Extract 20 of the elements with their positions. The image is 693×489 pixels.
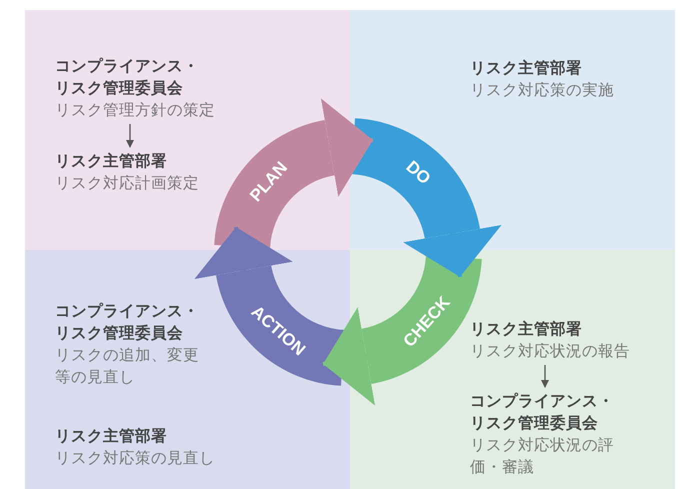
department-heading: リスク主管部署	[55, 426, 168, 447]
task-text: リスク管理方針の策定	[55, 100, 216, 121]
department-heading: コンプライアンス・リスク管理委員会	[55, 56, 200, 99]
task-text: リスク対応状況の報告	[470, 341, 631, 362]
arrow	[541, 365, 549, 388]
task-text: リスク対応策の見直し	[55, 448, 216, 469]
stage-label: DO	[402, 156, 434, 189]
arrowhead	[403, 224, 502, 278]
department-heading: リスク主管部署	[470, 58, 583, 79]
task-text: リスク対応状況の評価・審議	[470, 435, 615, 478]
task-text: リスク対応策の実施	[470, 80, 615, 101]
arrow	[126, 124, 134, 148]
arrowhead	[322, 307, 376, 406]
arrowhead	[194, 226, 293, 280]
department-heading: リスク主管部署	[55, 151, 168, 172]
arrowhead	[320, 98, 374, 197]
department-heading: リスク主管部署	[470, 319, 583, 340]
task-text: リスクの追加、変更等の見直し	[55, 345, 200, 388]
department-heading: コンプライアンス・リスク管理委員会	[470, 391, 615, 434]
department-heading: コンプライアンス・リスク管理委員会	[55, 301, 200, 344]
